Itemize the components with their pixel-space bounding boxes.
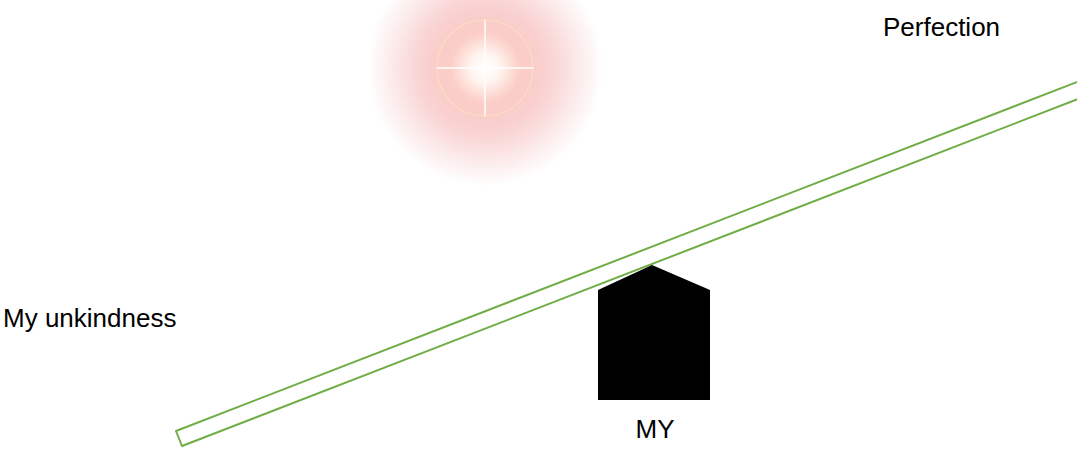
light-glow (367, 0, 603, 186)
seesaw-plank (176, 77, 1077, 446)
side-label: My unkindness (3, 303, 176, 334)
pivot-label: MY (636, 414, 675, 445)
seesaw-pivot (598, 265, 710, 400)
goal-label: Perfection (883, 12, 1000, 43)
